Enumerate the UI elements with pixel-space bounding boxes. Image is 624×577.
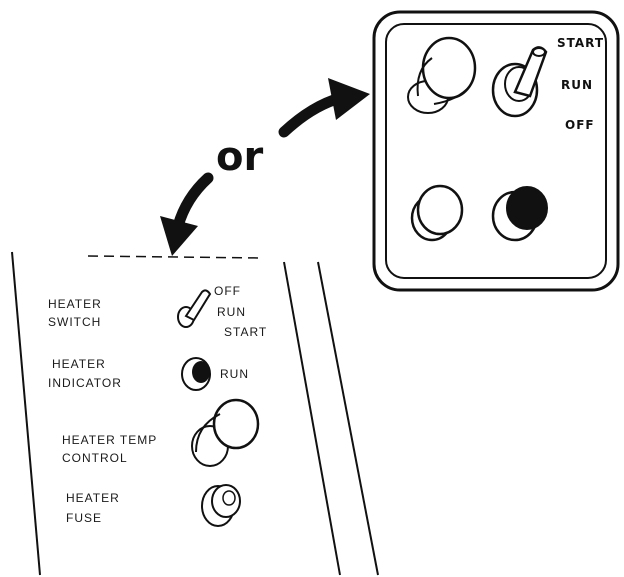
old-heater-switch-label-2: SWITCH bbox=[48, 315, 101, 329]
old-heater-switch-label-1: HEATER bbox=[48, 297, 102, 311]
new-control-panel: START RUN OFF bbox=[372, 10, 620, 292]
new-panel-indicator-lamp bbox=[491, 186, 548, 242]
or-connector: or bbox=[160, 78, 370, 256]
old-heater-temp-label-2: CONTROL bbox=[62, 451, 128, 465]
old-heater-indicator-lamp bbox=[181, 357, 211, 391]
old-control-panel: HEATER SWITCH OFF RUN START HEATER INDIC… bbox=[11, 251, 379, 576]
old-panel-right-edge-2 bbox=[317, 261, 379, 576]
old-heater-indicator-state: RUN bbox=[220, 367, 249, 381]
new-panel-temp-control-knob[interactable] bbox=[407, 36, 477, 114]
new-panel-fuse-holder[interactable] bbox=[410, 184, 464, 242]
new-panel-label-run: RUN bbox=[561, 78, 593, 92]
new-panel-label-start: START bbox=[557, 36, 604, 50]
old-heater-temp-control-knob[interactable] bbox=[191, 398, 260, 467]
old-switch-pos-start: START bbox=[224, 325, 267, 339]
old-panel-right-edge-1 bbox=[283, 261, 341, 576]
arrow-to-old-panel bbox=[160, 172, 214, 256]
old-switch-pos-run: RUN bbox=[217, 305, 246, 319]
new-panel-label-off: OFF bbox=[565, 118, 595, 132]
old-heater-indicator-label-1: HEATER bbox=[52, 357, 106, 371]
old-heater-switch-toggle[interactable] bbox=[177, 289, 212, 328]
old-panel-left-edge bbox=[11, 251, 41, 576]
new-panel-inner-frame bbox=[385, 23, 607, 279]
old-heater-fuse-label-2: FUSE bbox=[66, 511, 102, 525]
new-panel-heater-switch-toggle[interactable] bbox=[491, 46, 548, 118]
old-heater-fuse-holder[interactable] bbox=[201, 484, 241, 527]
old-heater-indicator-label-2: INDICATOR bbox=[48, 376, 122, 390]
or-label: or bbox=[216, 134, 263, 180]
old-switch-pos-off: OFF bbox=[214, 284, 241, 298]
arrow-to-new-panel bbox=[278, 78, 370, 138]
old-heater-fuse-label-1: HEATER bbox=[66, 491, 120, 505]
old-heater-temp-label-1: HEATER TEMP bbox=[62, 433, 157, 447]
old-panel-top-edge bbox=[87, 255, 263, 259]
new-panel-outer-frame bbox=[372, 10, 620, 292]
